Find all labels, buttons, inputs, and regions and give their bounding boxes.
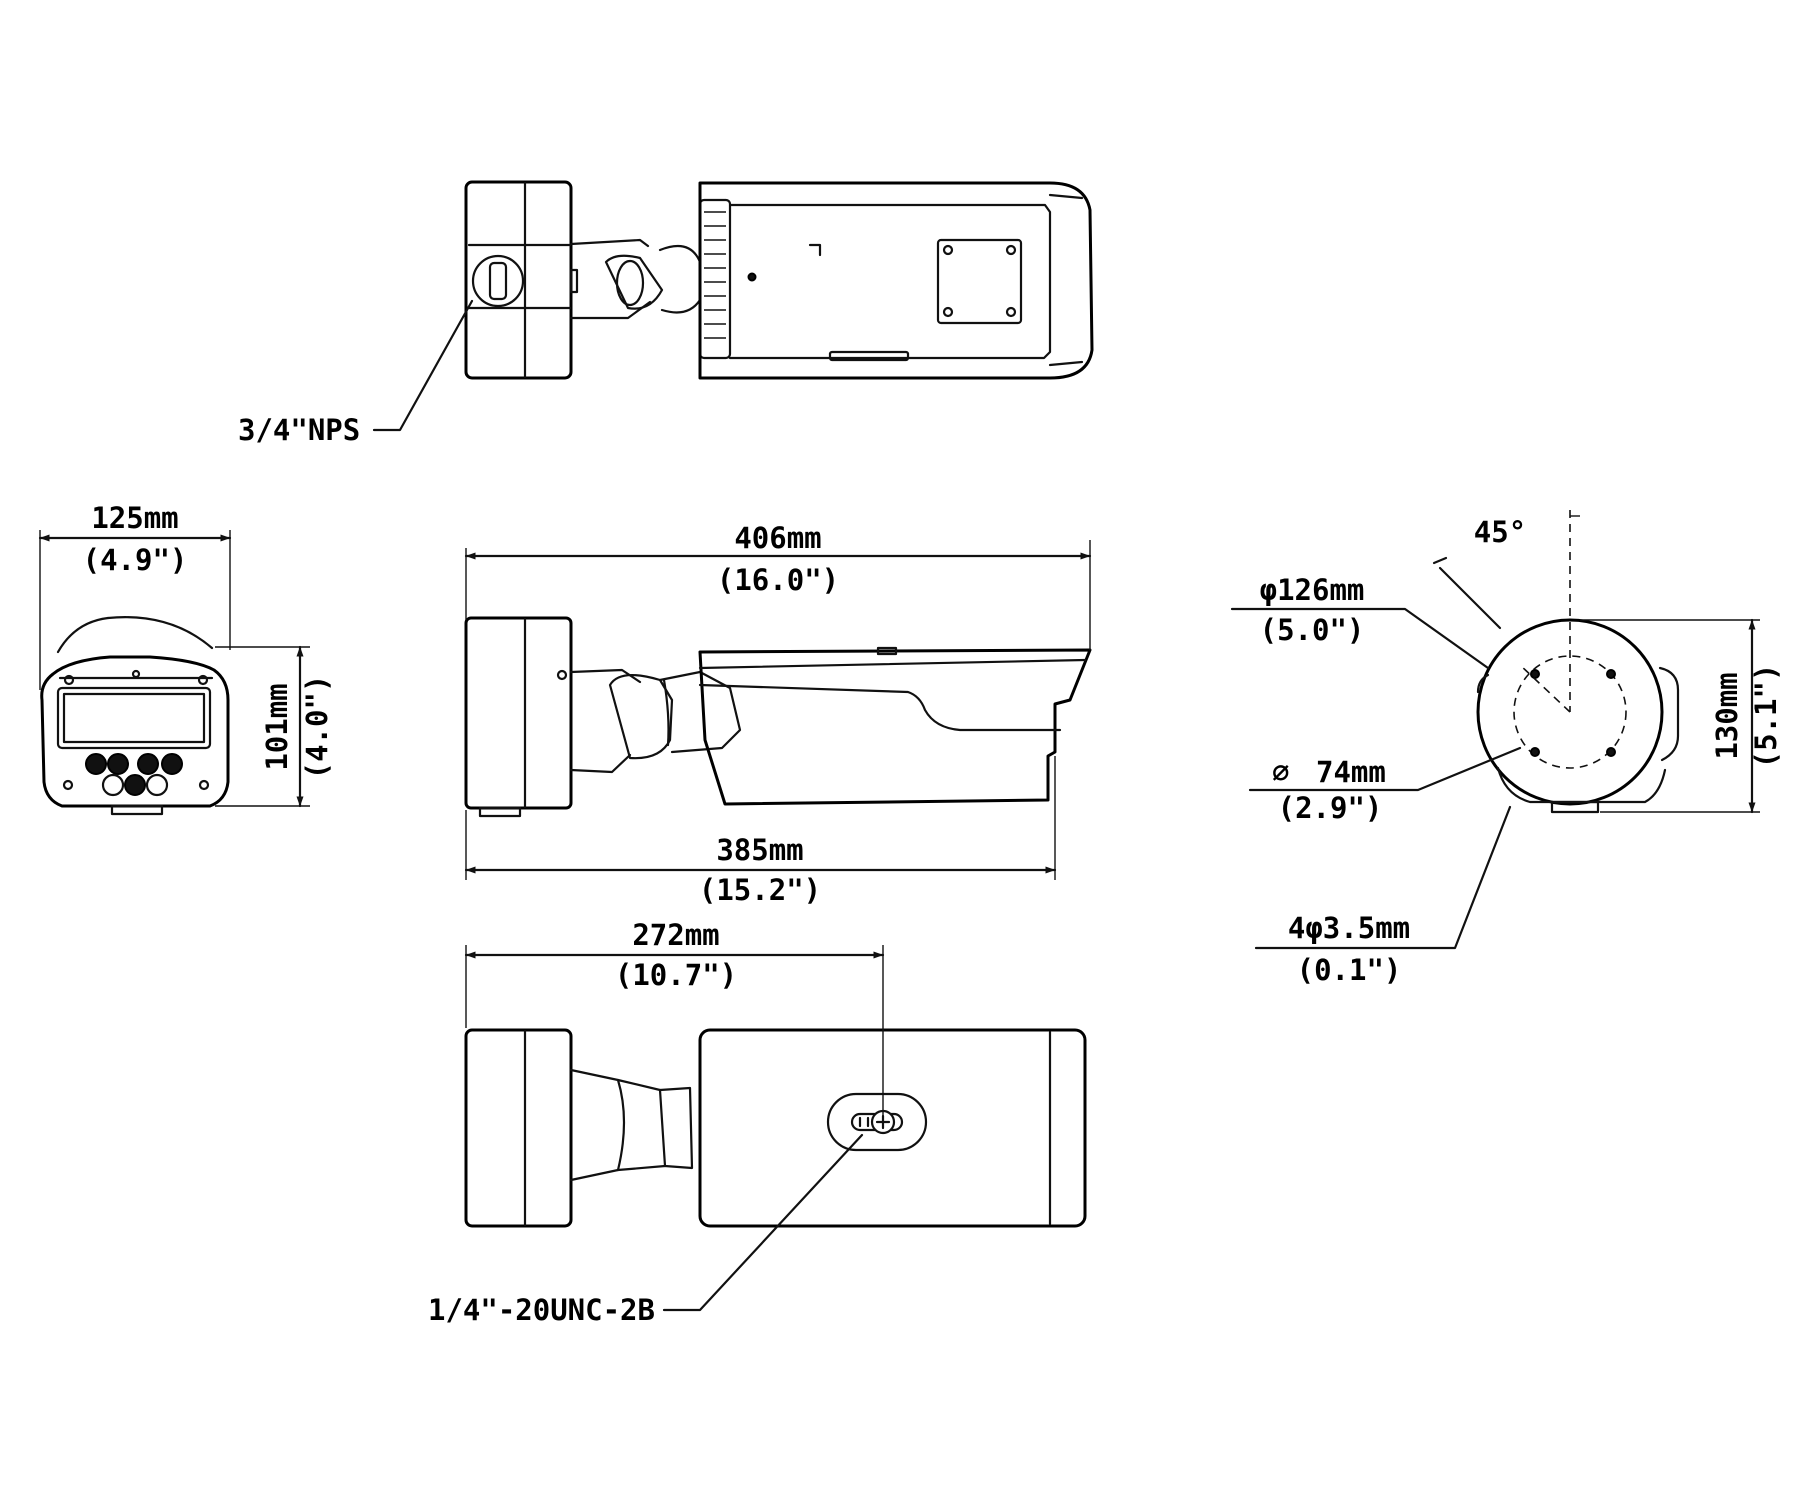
- tripod-thread-label: 1/4"-20UNC-2B: [428, 1293, 655, 1327]
- top-width-imperial: (4.9"): [83, 543, 188, 577]
- hole-size-metric: 4φ3.5mm: [1288, 911, 1410, 945]
- total-length-imperial: (16.0"): [717, 563, 839, 597]
- front-height-metric: 101mm: [260, 683, 294, 770]
- conduit-thread-label: 3/4"NPS: [238, 413, 360, 447]
- bottom-view: 272mm (10.7") 1/4"-20UNC-2B: [428, 918, 1087, 1327]
- base-diameter-imperial: (5.0"): [1260, 613, 1365, 647]
- fin-lines: [704, 211, 726, 339]
- hole-leader: [1254, 805, 1512, 950]
- hole-size-imperial: (0.1"): [1297, 953, 1402, 987]
- bolt-circle-imperial: (2.9"): [1278, 791, 1383, 825]
- base-height-metric: 130mm: [1710, 672, 1744, 759]
- bolt-circle-leader: [1248, 746, 1522, 792]
- base-diameter-metric: φ126mm: [1260, 573, 1365, 607]
- base-height-imperial: (5.1"): [1749, 664, 1783, 769]
- base-view: 45° φ126mm (5.0") ∅ 74mm (2.9") 4φ3.5mm …: [1230, 510, 1783, 987]
- top-view: 3/4"NPS: [238, 180, 1094, 447]
- bolt-holes: [1530, 669, 1616, 757]
- mount-plate: [936, 238, 1023, 325]
- mount-offset-metric: 272mm: [632, 918, 719, 952]
- tripod-leader: [662, 1133, 864, 1312]
- body-length-metric: 385mm: [716, 833, 803, 867]
- diameter-leader: [1230, 607, 1490, 670]
- side-view: 406mm (16.0") 385mm (15.2"): [464, 521, 1092, 907]
- front-height-imperial: (4.0"): [300, 675, 334, 780]
- conduit-plug: [471, 254, 525, 308]
- ir-leds: [85, 753, 183, 797]
- total-length-metric: 406mm: [734, 521, 821, 555]
- top-width-metric: 125mm: [91, 501, 178, 535]
- conduit-leader: [372, 299, 474, 432]
- diameter-symbol: ∅: [1272, 755, 1289, 789]
- front-view: 125mm (4.9") 101mm (4.0"): [38, 501, 334, 816]
- angle-label: 45°: [1474, 515, 1526, 549]
- body-length-imperial: (15.2"): [699, 873, 821, 907]
- mount-offset-imperial: (10.7"): [615, 958, 737, 992]
- bolt-circle-metric: 74mm: [1316, 755, 1386, 789]
